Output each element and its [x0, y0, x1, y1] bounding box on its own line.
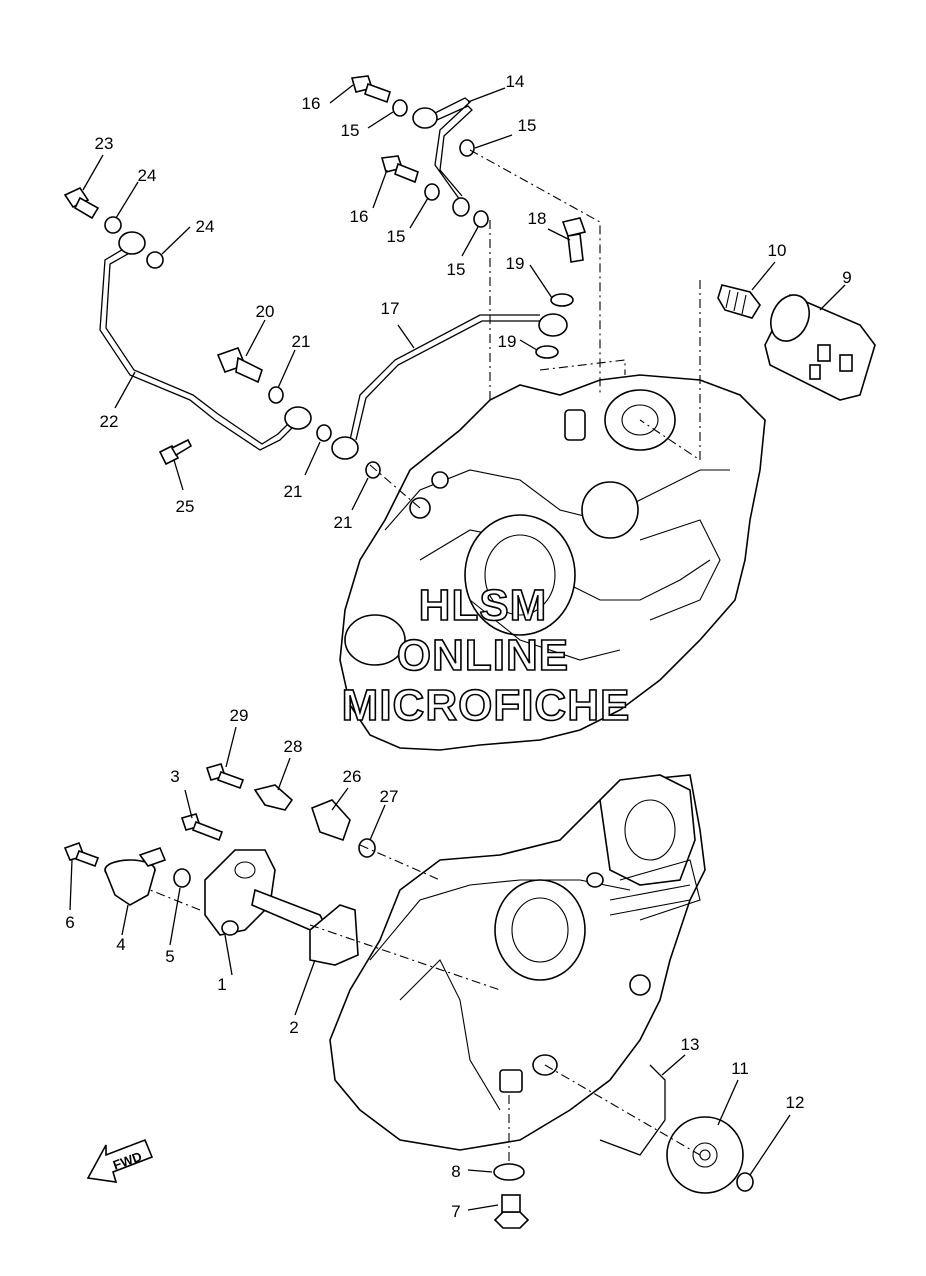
leader-lines — [69, 84, 846, 1211]
oil-delivery-pipe-22 — [99, 244, 296, 451]
oil-pump — [204, 849, 327, 936]
callout-25: 25 — [176, 497, 195, 516]
callout-7: 7 — [451, 1202, 460, 1221]
callout-13: 13 — [681, 1035, 700, 1054]
callout-4: 4 — [116, 935, 125, 954]
callout-16a: 16 — [302, 94, 321, 113]
bracket-28 — [253, 784, 294, 811]
drive-chain — [599, 1064, 666, 1156]
callout-12: 12 — [786, 1093, 805, 1112]
callout-6: 6 — [65, 913, 74, 932]
callout-23: 23 — [95, 134, 114, 153]
circlip — [736, 1172, 754, 1192]
callout-18: 18 — [528, 209, 547, 228]
callout-21c: 21 — [334, 513, 353, 532]
washer-15d — [473, 210, 489, 228]
screw-25 — [158, 438, 193, 466]
union-bolt-20 — [216, 346, 263, 384]
washer-19b — [535, 345, 559, 359]
oil-pump-gasket — [309, 904, 359, 966]
callout-28: 28 — [284, 737, 303, 756]
callout-2: 2 — [289, 1018, 298, 1037]
callout-21b: 21 — [284, 482, 303, 501]
oil-delivery-pipe-14 — [424, 97, 473, 201]
washer-15a — [392, 99, 408, 117]
callout-15d: 15 — [447, 260, 466, 279]
sprocket — [666, 1116, 744, 1194]
oil-filter — [764, 293, 876, 401]
callout-29: 29 — [230, 706, 249, 725]
washer-19a — [550, 293, 574, 307]
callout-17: 17 — [381, 299, 400, 318]
callout-14: 14 — [506, 72, 525, 91]
oil-strainer — [104, 846, 167, 906]
watermark-line-2: ONLINE — [397, 631, 569, 680]
o-ring-5 — [173, 868, 191, 888]
callout-15c: 15 — [387, 227, 406, 246]
washer-21a — [268, 386, 284, 404]
callout-10: 10 — [768, 241, 787, 260]
pump-rotor-26 — [311, 799, 351, 842]
filter-union-bolt — [717, 284, 761, 319]
watermark-line-1: HLSM — [419, 581, 548, 630]
bolt-29 — [205, 763, 245, 790]
union-bolt-16b — [380, 155, 419, 184]
forward-direction-arrow: FWD — [86, 1138, 154, 1183]
callout-3: 3 — [170, 767, 179, 786]
watermark-line-3: MICROFICHE — [342, 681, 631, 730]
callout-24b: 24 — [196, 217, 215, 236]
callout-26: 26 — [343, 767, 362, 786]
bolt-6 — [63, 841, 100, 868]
drain-plug — [493, 1194, 530, 1229]
callout-21a: 21 — [292, 332, 311, 351]
washer-24a — [104, 216, 122, 234]
washer-24b — [146, 251, 164, 269]
callout-27: 27 — [380, 787, 399, 806]
drain-plug-washer — [493, 1163, 525, 1181]
washer-21b — [316, 424, 332, 442]
washer-21c — [365, 461, 381, 479]
callout-15a: 15 — [341, 121, 360, 140]
washer-15b — [459, 139, 475, 157]
lower-crankcase — [329, 774, 706, 1151]
callout-20: 20 — [256, 302, 275, 321]
callout-19b: 19 — [498, 332, 517, 351]
callout-24a: 24 — [138, 166, 157, 185]
washer-15c — [424, 183, 440, 201]
callout-22: 22 — [100, 412, 119, 431]
bolt-3 — [180, 813, 224, 842]
callout-1: 1 — [217, 975, 226, 994]
callout-5: 5 — [165, 947, 174, 966]
assembly-lines — [149, 149, 701, 1165]
callout-16b: 16 — [350, 207, 369, 226]
callout-8: 8 — [451, 1162, 460, 1181]
callout-19a: 19 — [506, 254, 525, 273]
callout-labels: 1 2 3 4 5 6 7 8 9 10 11 12 13 14 15 15 1… — [65, 72, 851, 1221]
union-bolt-23 — [63, 186, 100, 220]
callout-9: 9 — [842, 268, 851, 287]
callout-15b: 15 — [518, 116, 537, 135]
oil-delivery-pipe-17 — [349, 314, 540, 441]
union-bolt-18 — [561, 217, 587, 263]
callout-11: 11 — [731, 1059, 749, 1078]
union-bolt-16a — [350, 75, 391, 104]
watermark: HLSM ONLINE MICROFICHE — [341, 580, 631, 731]
